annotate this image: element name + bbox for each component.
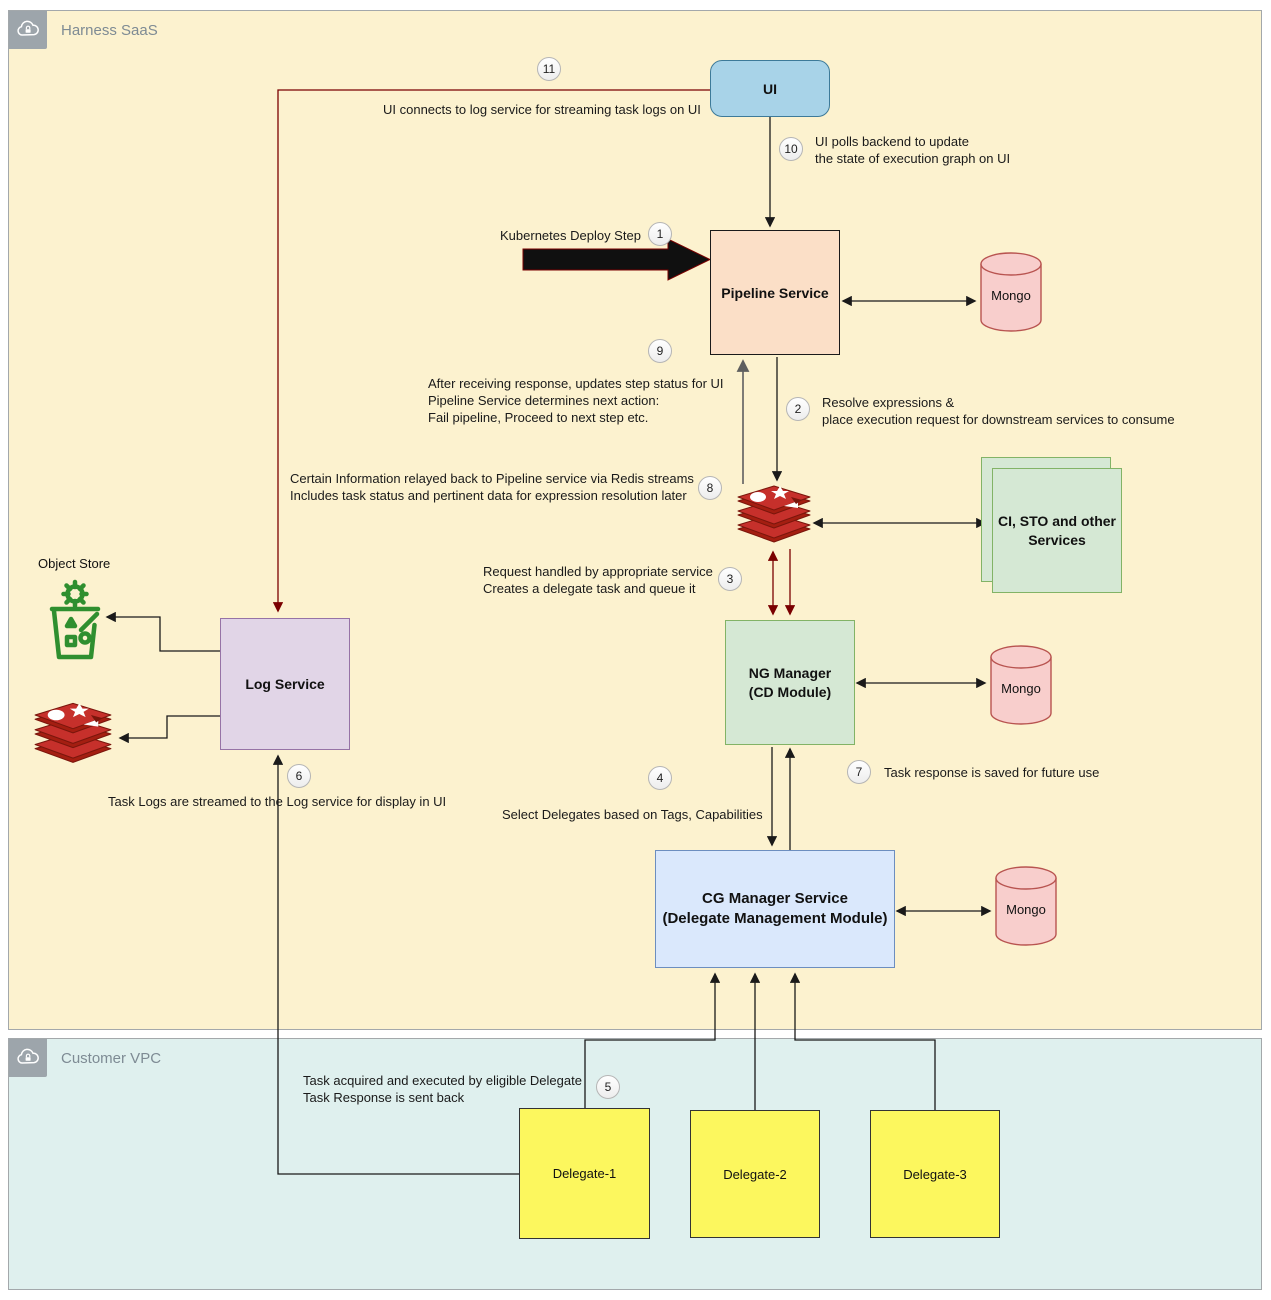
arrow-log-service-to-object-store	[105, 611, 220, 652]
step-badge-7: 7	[847, 760, 871, 784]
mongo-label: Mongo	[1001, 681, 1041, 696]
step-badge-3: 3	[718, 567, 742, 591]
pipeline-service-node[interactable]: Pipeline Service	[710, 230, 840, 355]
step-badge-6: 6	[287, 764, 311, 788]
delegate-3-node[interactable]: Delegate-3	[870, 1110, 1000, 1238]
delegate-3-label: Delegate-3	[903, 1166, 967, 1182]
object-store-label: Object Store	[38, 556, 111, 571]
delegate-2-label: Delegate-2	[723, 1166, 787, 1182]
arrow-delegate3-to-cg	[789, 972, 936, 1110]
arrow-ui-to-log-service	[272, 89, 710, 613]
ui-label: UI	[763, 80, 777, 97]
cg-manager-label-line2: (Delegate Management Module)	[662, 910, 888, 927]
database-cylinder-icon	[990, 645, 1052, 725]
mongo-db-ng[interactable]: Mongo	[990, 645, 1052, 725]
step-badge-4: 4	[648, 766, 672, 790]
mongo-label: Mongo	[991, 288, 1031, 303]
customer-vpc-label: Customer VPC	[61, 1050, 162, 1067]
note-info-relayed-redis: Certain Information relayed back to Pipe…	[290, 471, 694, 503]
note-kubernetes-deploy-step: Kubernetes Deploy Step	[500, 228, 641, 243]
note-resolve-expressions: Resolve expressions & place execution re…	[822, 395, 1175, 427]
cloud-lock-icon	[17, 20, 39, 36]
note-task-logs-streamed: Task Logs are streamed to the Log servic…	[108, 794, 447, 809]
step-badge-5: 5	[596, 1075, 620, 1099]
note-ui-polls-backend: UI polls backend to update the state of …	[815, 134, 1011, 166]
ng-manager-label-line1: NG Manager	[748, 664, 832, 681]
step-badge-10: 10	[779, 137, 803, 161]
cloud-badge	[9, 1039, 47, 1077]
delegate-2-node[interactable]: Delegate-2	[690, 1110, 820, 1238]
step-badge-1: 1	[648, 222, 672, 246]
cloud-lock-icon	[17, 1048, 39, 1064]
step-badge-8: 8	[698, 476, 722, 500]
delegate-1-node[interactable]: Delegate-1	[519, 1108, 650, 1239]
cloud-badge	[9, 11, 47, 49]
ci-sto-label-line1: CI, STO and other	[998, 512, 1116, 529]
ui-node[interactable]: UI	[710, 60, 830, 117]
mongo-db-pipeline[interactable]: Mongo	[980, 252, 1042, 332]
ci-sto-services-node[interactable]: CI, STO and other Services	[992, 468, 1122, 593]
arrow-delegate1-to-log-service	[272, 754, 519, 1175]
note-task-response-saved: Task response is saved for future use	[884, 765, 1100, 780]
delegate-1-label: Delegate-1	[552, 1166, 617, 1181]
pipeline-service-label: Pipeline Service	[721, 284, 829, 301]
step-badge-11: 11	[537, 57, 561, 81]
ng-manager-node[interactable]: NG Manager (CD Module)	[725, 620, 855, 745]
note-select-delegates: Select Delegates based on Tags, Capabili…	[502, 807, 763, 822]
log-service-node[interactable]: Log Service	[220, 618, 350, 750]
note-ui-connects-log: UI connects to log service for streaming…	[383, 102, 701, 117]
redis-icon[interactable]	[33, 700, 113, 775]
kubernetes-deploy-big-arrow	[522, 238, 712, 281]
log-service-label: Log Service	[245, 676, 325, 692]
database-cylinder-icon	[980, 252, 1042, 332]
mongo-label: Mongo	[1006, 902, 1046, 917]
object-store-icon[interactable]	[45, 576, 105, 669]
note-request-handled: Request handled by appropriate service C…	[483, 564, 713, 596]
note-after-response: After receiving response, updates step s…	[428, 376, 724, 425]
cg-manager-node[interactable]: CG Manager Service (Delegate Management …	[655, 850, 895, 968]
step-badge-2: 2	[786, 397, 810, 421]
note-task-acquired: Task acquired and executed by eligible D…	[303, 1073, 582, 1105]
ng-manager-label-line2: (CD Module)	[748, 683, 832, 700]
cg-manager-label-line1: CG Manager Service	[702, 890, 848, 907]
database-cylinder-icon	[995, 866, 1057, 946]
ci-sto-label-line2: Services	[1028, 531, 1086, 548]
arrow-delegate1-to-cg	[584, 972, 721, 1108]
step-badge-9: 9	[648, 339, 672, 363]
mongo-db-cg[interactable]: Mongo	[995, 866, 1057, 946]
harness-saas-label: Harness SaaS	[61, 22, 158, 39]
arrow-log-service-to-redis	[118, 715, 220, 744]
redis-icon[interactable]	[736, 484, 812, 553]
